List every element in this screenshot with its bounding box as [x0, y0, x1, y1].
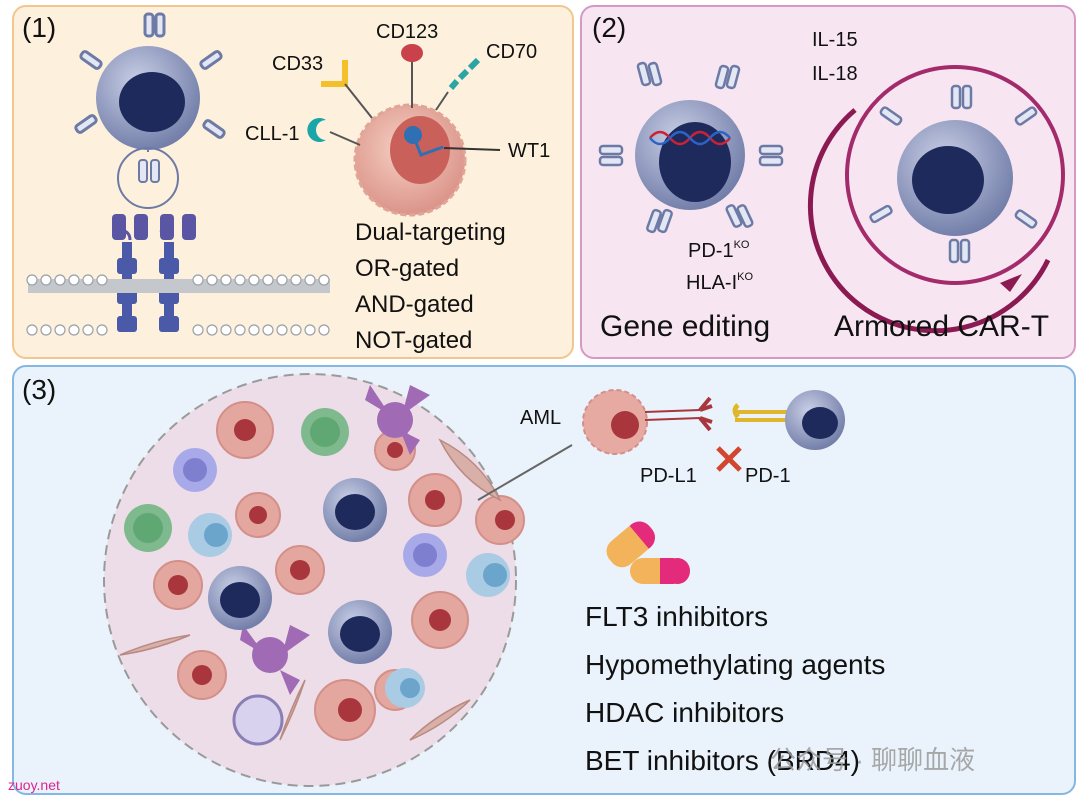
tumor-microenvironment-circle [103, 373, 573, 787]
antigen-label-wt1: WT1 [508, 140, 551, 162]
caption-gene-editing: Gene editing [600, 310, 771, 343]
panel3-number: (3) [22, 374, 57, 405]
pill-icon [606, 521, 690, 584]
ko-pd1: PD-1KO [688, 239, 750, 262]
pdl1-label: PD-L1 [640, 465, 697, 487]
strategy-not-gated: NOT-gated [355, 327, 473, 354]
strategy-or-gated: OR-gated [355, 255, 460, 282]
caption-armored-car-t: Armored CAR-T [834, 310, 1050, 343]
antigen-label-cll1: CLL-1 [245, 123, 300, 145]
car-constructs [112, 214, 196, 332]
aml-label: AML [520, 407, 562, 429]
gene-edited-cell [598, 61, 784, 234]
armored-cell [807, 65, 1065, 334]
panel2-number: (2) [592, 12, 627, 43]
watermark: 公众号 · 聊聊血液 [770, 745, 976, 775]
pd1-pdl1-interaction [582, 389, 845, 472]
cell-membrane [26, 274, 330, 336]
ko-hla-i: HLA-IKO [686, 271, 754, 294]
pd1-label: PD-1 [745, 465, 791, 487]
cytokine-il18: IL-18 [812, 63, 858, 85]
antigen-label-cd70: CD70 [486, 41, 538, 63]
tumor-cell-antigens [307, 44, 501, 217]
panel-car-design [12, 5, 574, 359]
drug-bet-inhibitors: BET inhibitors (BRD4) [585, 745, 860, 776]
site-label: zuoy.net [8, 777, 60, 793]
car-t-cell [74, 12, 226, 209]
strategy-and-gated: AND-gated [355, 291, 474, 318]
cytokine-il15: IL-15 [812, 29, 858, 51]
drug-hdac-inhibitors: HDAC inhibitors [585, 697, 785, 728]
antigen-label-cd123: CD123 [376, 21, 439, 43]
drug-flt3-inhibitors: FLT3 inhibitors [585, 601, 769, 632]
drug-hypomethylating-agents: Hypomethylating agents [585, 649, 886, 680]
strategy-dual-targeting: Dual-targeting [355, 219, 506, 246]
antigen-label-cd33: CD33 [272, 53, 324, 75]
panel1-number: (1) [22, 12, 57, 43]
